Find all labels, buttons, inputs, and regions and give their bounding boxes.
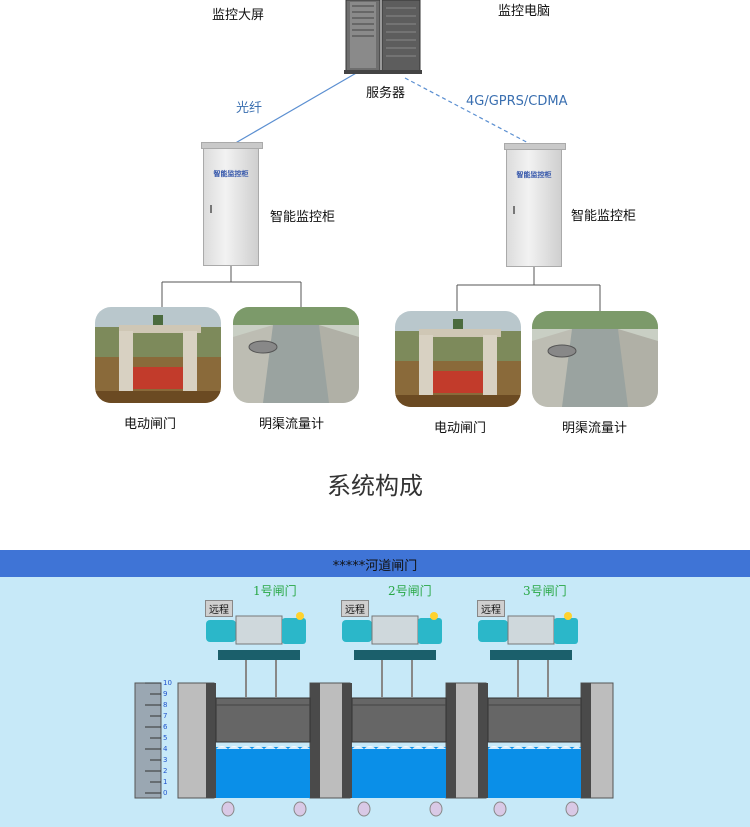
gate-label: 电动闸门 [434, 421, 487, 436]
gate-name-2: 2号闸门 [388, 584, 432, 598]
section-title: 系统构成 [327, 472, 423, 500]
scada-title: *****河道闸门 [332, 559, 418, 574]
gate-name-1: 1号闸门 [253, 584, 297, 598]
bay-2 [351, 650, 447, 798]
server-label: 服务器 [366, 86, 406, 101]
hoist-motor-3 [478, 612, 578, 660]
scada-title-bar [0, 550, 750, 577]
hoist-motor-1 [206, 612, 306, 660]
smart-cabinet-2: 智能监控柜 [504, 143, 566, 267]
monitor-screen-label: 监控大屏 [212, 8, 265, 23]
electric-gate-photo [395, 311, 521, 407]
monitor-pc-label: 监控电脑 [498, 4, 551, 19]
hoist-motor-2 [342, 612, 442, 660]
remote-mode-button-1[interactable]: 远程 [205, 600, 233, 617]
server-icon [344, 0, 422, 74]
connection-lines [161, 71, 601, 312]
flowmeter-photo [233, 307, 359, 403]
gate-label: 电动闸门 [124, 417, 177, 432]
cabinet-plate: 智能监控柜 [213, 170, 249, 178]
electric-gate-photo [95, 307, 221, 403]
remote-mode-button-2[interactable]: 远程 [341, 600, 369, 617]
bay-3 [487, 650, 582, 798]
smart-cabinet-1: 智能监控柜 [201, 142, 263, 266]
gate-schematic [134, 612, 614, 817]
flowmeter-label: 明渠流量计 [259, 417, 325, 432]
flowmeter-photo [532, 311, 658, 407]
scada-panel: *****河道闸门 1号闸门 2号闸门 3号闸门 远程 远程 远程 10 9 8… [0, 550, 750, 827]
fiber-label: 光纤 [236, 101, 263, 116]
cabinet-label: 智能监控柜 [571, 209, 637, 224]
indicator-lamps [221, 801, 579, 817]
bay-1 [215, 650, 311, 798]
cabinet-plate: 智能监控柜 [516, 171, 552, 179]
cabinet-label: 智能监控柜 [270, 210, 336, 225]
wireless-label: 4G/GPRS/CDMA [466, 94, 568, 109]
gate-name-3: 3号闸门 [523, 584, 567, 598]
flowmeter-label: 明渠流量计 [562, 421, 628, 436]
remote-mode-button-3[interactable]: 远程 [477, 600, 505, 617]
